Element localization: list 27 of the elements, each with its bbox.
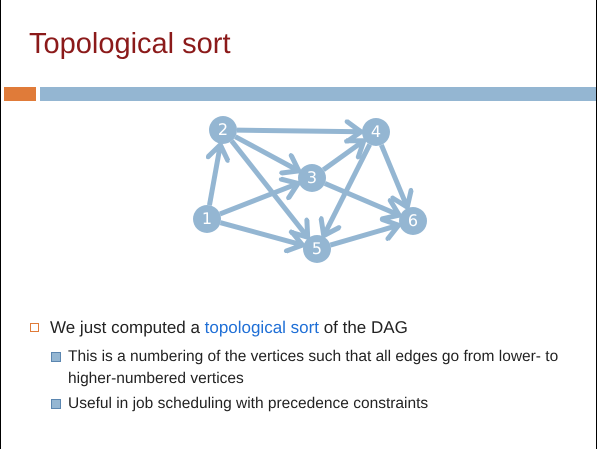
- arrow: [236, 119, 364, 144]
- arrow: [206, 142, 230, 206]
- vertex-circle: [209, 116, 237, 144]
- vertex-number: 5: [312, 241, 322, 257]
- vertex-circle: [303, 235, 331, 263]
- bullet-text: This is a numbering of the vertices such that all edges go from lower- to higher-numbered vertices: [68, 347, 560, 389]
- vertex-circle: [193, 205, 221, 233]
- vertex-circle: [298, 164, 326, 192]
- vertex-number: 3: [306, 170, 318, 186]
- arrow: [318, 143, 372, 238]
- arrow: [230, 139, 310, 240]
- bullet-text: We just computed a topological sort of the DAG: [50, 318, 409, 338]
- arrow: [379, 144, 414, 210]
- vertex-number: 2: [218, 122, 228, 138]
- arrow: [330, 217, 402, 248]
- arrow: [324, 181, 402, 222]
- arrow: [322, 138, 366, 172]
- arrow: [219, 176, 301, 216]
- vertex-number: 1: [202, 211, 212, 227]
- vertex-circle: [362, 118, 390, 146]
- bullet-text: Useful in job scheduling with precedence constraints: [68, 394, 430, 414]
- vertex-circle: [399, 207, 427, 235]
- vertex-number: 6: [408, 213, 418, 229]
- arrow: [220, 220, 306, 254]
- vertex-number: 4: [370, 124, 382, 140]
- arrow: [234, 134, 302, 176]
- slide-title: Topological sort: [29, 28, 230, 61]
